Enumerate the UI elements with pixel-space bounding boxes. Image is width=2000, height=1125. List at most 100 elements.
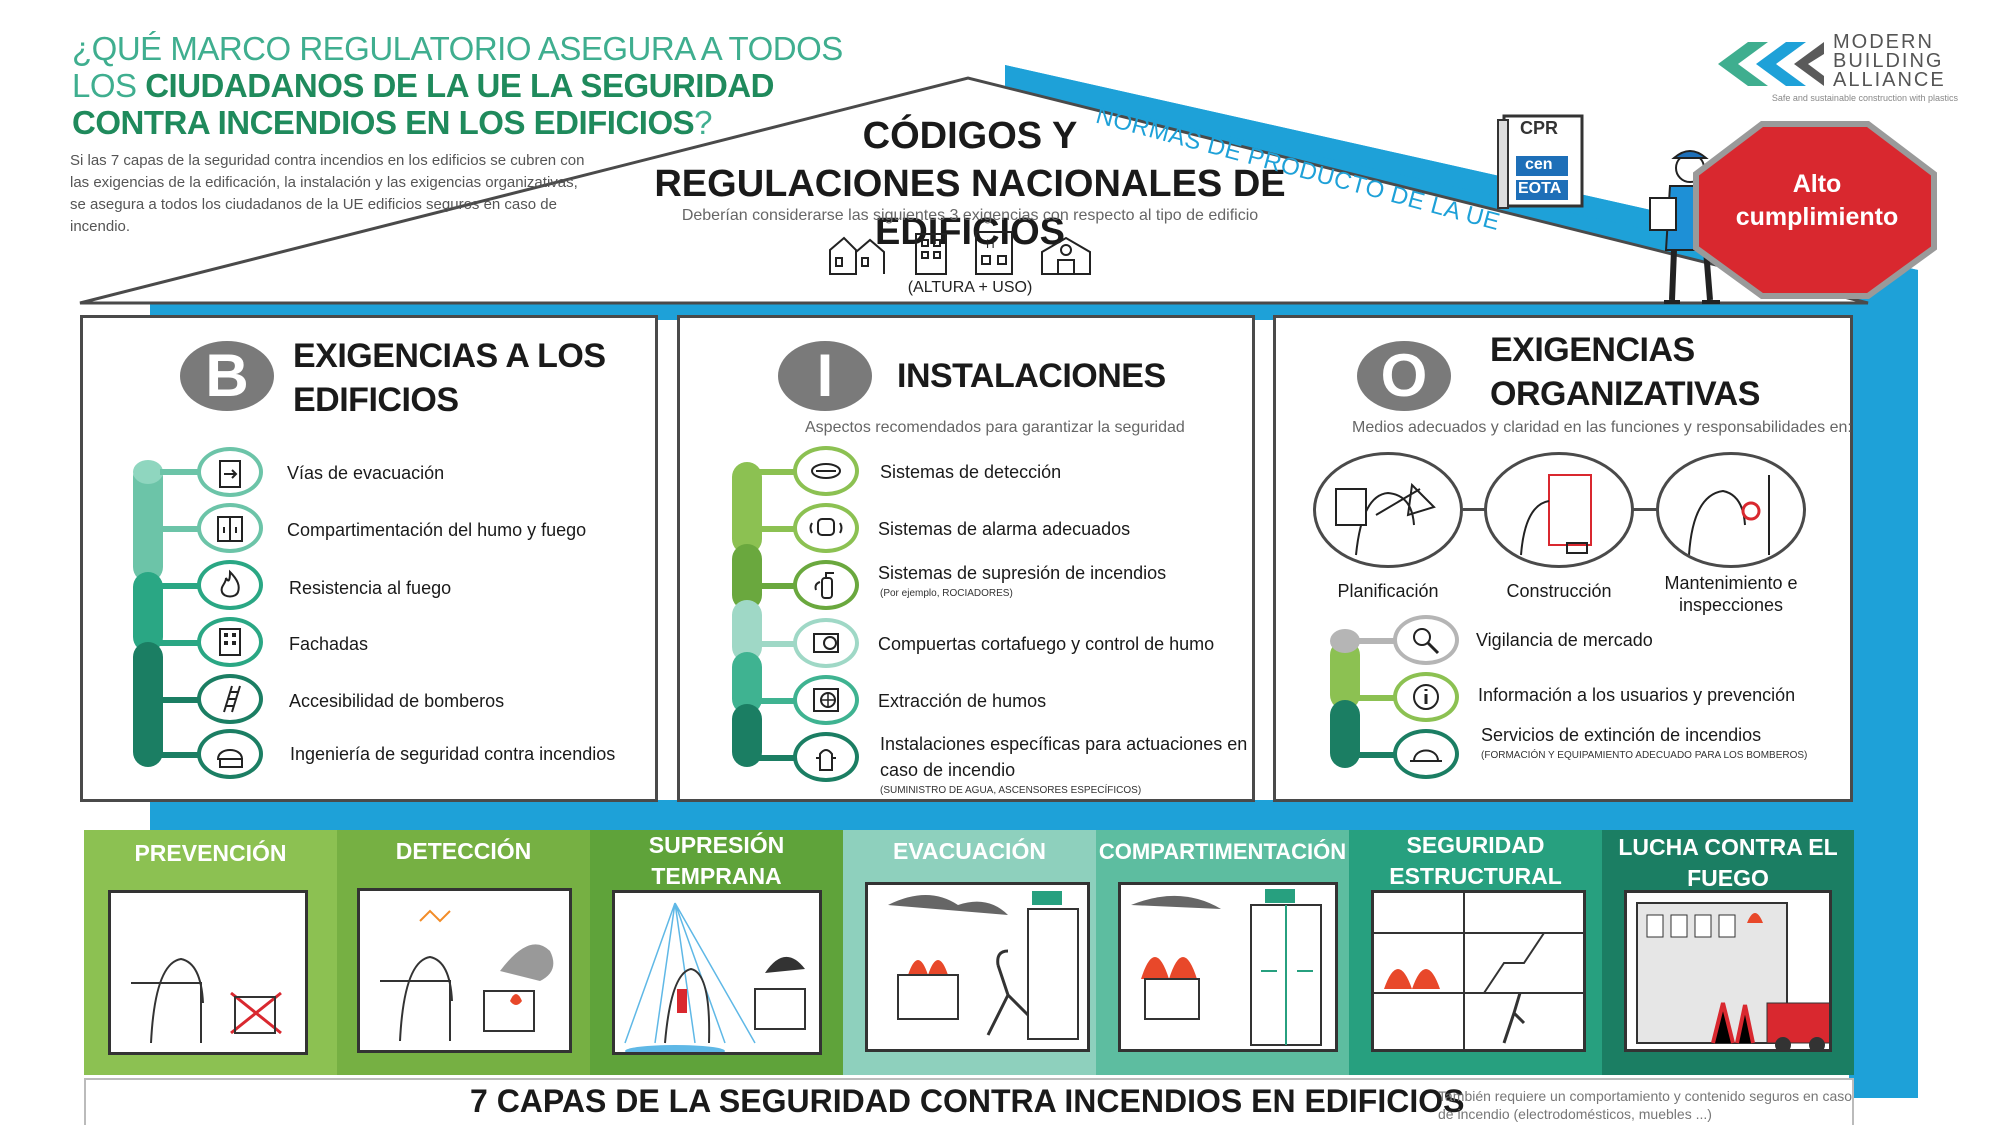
panel-o-title-line-1: EXIGENCIAS bbox=[1490, 331, 1695, 369]
panel-b-bar-cap bbox=[133, 460, 163, 484]
layer-early-suppression: SUPRESIÓN TEMPRANA bbox=[590, 830, 843, 1075]
item-specific-installations-line-2: caso de incendio bbox=[880, 760, 1016, 780]
item-firefighting-services: Servicios de extinción de incendios bbox=[1481, 725, 1762, 745]
item-fire-dampers: Compuertas cortafuego y control de humo bbox=[878, 634, 1215, 654]
panel-installations bbox=[677, 315, 1255, 802]
svg-text:H: H bbox=[986, 237, 995, 251]
item-specific-installations: Instalaciones específicas para actuacion… bbox=[880, 734, 1248, 754]
layer-detection: DETECCIÓN bbox=[337, 830, 590, 1075]
footer-bar bbox=[84, 1078, 1854, 1125]
item-firefighter-access: Accesibilidad de bomberos bbox=[289, 691, 505, 711]
panel-i-bar-1 bbox=[732, 462, 762, 554]
stage-planning-label: Planificación bbox=[1337, 581, 1439, 601]
item-alarm-systems: Sistemas de alarma adecuados bbox=[878, 519, 1131, 539]
item-fire-resistance: Resistencia al fuego bbox=[289, 578, 452, 598]
item-user-information: Información a los usuarios y prevención bbox=[1478, 685, 1796, 705]
stage-maintenance-line-1: Mantenimiento e bbox=[1664, 573, 1798, 593]
logo-line-1: MODERN bbox=[1833, 31, 1934, 53]
firefighting-scene bbox=[1624, 890, 1832, 1052]
layer-firefighting: LUCHA CONTRA EL FUEGO bbox=[1602, 830, 1854, 1075]
item-specific-installations-note: (SUMINISTRO DE AGUA, ASCENSORES ESPECÍFI… bbox=[880, 785, 1142, 796]
stage-maintenance-line-2: inspecciones bbox=[1678, 595, 1784, 615]
panel-b-title-line-1: EXIGENCIAS A LOS bbox=[293, 337, 606, 375]
title-part-3: ? bbox=[694, 104, 713, 141]
panel-o-bar-cap bbox=[1330, 629, 1360, 653]
layer-firefighting-title: LUCHA CONTRA EL FUEGO bbox=[1618, 834, 1838, 891]
item-facades: Fachadas bbox=[289, 634, 369, 654]
book-cpr-label: CPR bbox=[1520, 118, 1559, 138]
logo-text: MODERN BUILDING ALLIANCE bbox=[1833, 31, 1946, 90]
stub bbox=[160, 469, 200, 475]
item-fire-safety-engineering: Ingeniería de seguridad contra incendios bbox=[290, 744, 616, 764]
item-smoke-extraction: Extracción de humos bbox=[878, 691, 1047, 711]
codes-title-line-1: CÓDIGOS Y bbox=[862, 115, 1078, 157]
codes-caption: (ALTURA + USO) bbox=[907, 279, 1033, 296]
panel-i-bar-3 bbox=[732, 600, 762, 662]
stub bbox=[1357, 638, 1397, 644]
maintenance-illustration bbox=[1656, 452, 1806, 568]
panel-o-subtitle: Medios adecuados y claridad en las funci… bbox=[1352, 419, 1852, 436]
compartmentation-scene bbox=[1118, 882, 1338, 1052]
stub bbox=[758, 526, 798, 532]
page-title: ¿QUÉ MARCO REGULATORIO ASEGURA A TODOS L… bbox=[72, 30, 892, 141]
firefighter-helmet-icon bbox=[1393, 729, 1459, 779]
stage-maintenance-label: Mantenimiento e inspecciones bbox=[1656, 572, 1806, 616]
stub bbox=[758, 698, 798, 704]
damper-icon bbox=[793, 618, 859, 668]
stub bbox=[160, 583, 200, 589]
stub bbox=[758, 583, 798, 589]
item-evacuation-routes: Vías de evacuación bbox=[287, 463, 445, 483]
item-market-surveillance: Vigilancia de mercado bbox=[1476, 630, 1653, 650]
stub bbox=[160, 752, 200, 758]
layer-early-suppression-title: SUPRESIÓN TEMPRANA bbox=[648, 832, 785, 889]
stop-line-1: Alto bbox=[1792, 170, 1842, 198]
exit-door-icon bbox=[197, 447, 263, 497]
stop-line-2: cumplimiento bbox=[1735, 203, 1899, 231]
panel-o-bar-2 bbox=[1330, 700, 1360, 768]
codes-subtitle: Deberían considerarse las siguientes 3 e… bbox=[681, 207, 1259, 224]
panel-i-bar-4 bbox=[732, 652, 762, 714]
logo-line-2: BUILDING bbox=[1833, 50, 1944, 72]
smoke-detector-icon bbox=[793, 446, 859, 496]
layer-evacuation-title: EVACUACIÓN bbox=[893, 838, 1046, 864]
item-firefighting-note: (FORMACIÓN Y EQUIPAMIENTO ADECUADO PARA … bbox=[1481, 750, 1808, 761]
panel-i-bar-2 bbox=[732, 544, 762, 610]
footer-note: También requiere un comportamiento y con… bbox=[1438, 1088, 1853, 1122]
title-part-2: CIUDADANOS DE LA UE LA SEGURIDAD CONTRA … bbox=[72, 67, 774, 141]
codes-title: CÓDIGOS Y REGULACIONES NACIONALES DE EDI… bbox=[560, 112, 1380, 256]
construction-illustration bbox=[1484, 452, 1634, 568]
panel-i-bar-5 bbox=[732, 704, 762, 767]
item-detection-systems: Sistemas de detección bbox=[880, 462, 1062, 482]
book-eota-label: EOTA bbox=[1518, 180, 1562, 197]
intro-text: Si las 7 capas de la seguridad contra in… bbox=[70, 152, 585, 235]
magnifier-icon bbox=[1393, 615, 1459, 665]
stub bbox=[758, 755, 798, 761]
layer-evacuation: EVACUACIÓN bbox=[843, 830, 1096, 1075]
facade-icon bbox=[197, 617, 263, 667]
stop-sign-text: Alto cumplimiento bbox=[1712, 168, 1922, 234]
layer-prevention: PREVENCIÓN bbox=[84, 830, 337, 1075]
fire-door-icon bbox=[197, 503, 263, 553]
panel-b-bar-3 bbox=[133, 642, 163, 767]
stub bbox=[160, 697, 200, 703]
planning-illustration bbox=[1313, 452, 1463, 568]
panel-b-title-line-2: EDIFICIOS bbox=[293, 381, 459, 419]
panel-b-bar-2 bbox=[133, 572, 163, 652]
panel-o-title-line-2: ORGANIZATIVAS bbox=[1490, 375, 1760, 413]
title-part-1: ¿QUÉ MARCO REGULATORIO ASEGURA A TODOS L… bbox=[72, 30, 843, 104]
panel-o-title: EXIGENCIAS ORGANIZATIVAS bbox=[1490, 328, 1760, 416]
layer-detection-title: DETECCIÓN bbox=[395, 838, 532, 864]
alarm-bell-icon bbox=[793, 503, 859, 553]
stub bbox=[758, 641, 798, 647]
building-types-icon: H bbox=[829, 231, 1091, 275]
helmet-plan-icon bbox=[197, 729, 263, 779]
stub bbox=[1357, 752, 1397, 758]
structural-safety-scene bbox=[1371, 890, 1586, 1052]
stop-sign-icon bbox=[1693, 121, 1937, 299]
panel-b-title: EXIGENCIAS A LOS EDIFICIOS bbox=[293, 334, 606, 422]
stub bbox=[160, 526, 200, 532]
cpr-book-icon bbox=[1497, 114, 1584, 209]
badge-o: O bbox=[1357, 341, 1451, 411]
logo-tagline: Safe and sustainable construction with p… bbox=[1771, 93, 1958, 103]
book-cen-label: cen bbox=[1525, 156, 1553, 173]
